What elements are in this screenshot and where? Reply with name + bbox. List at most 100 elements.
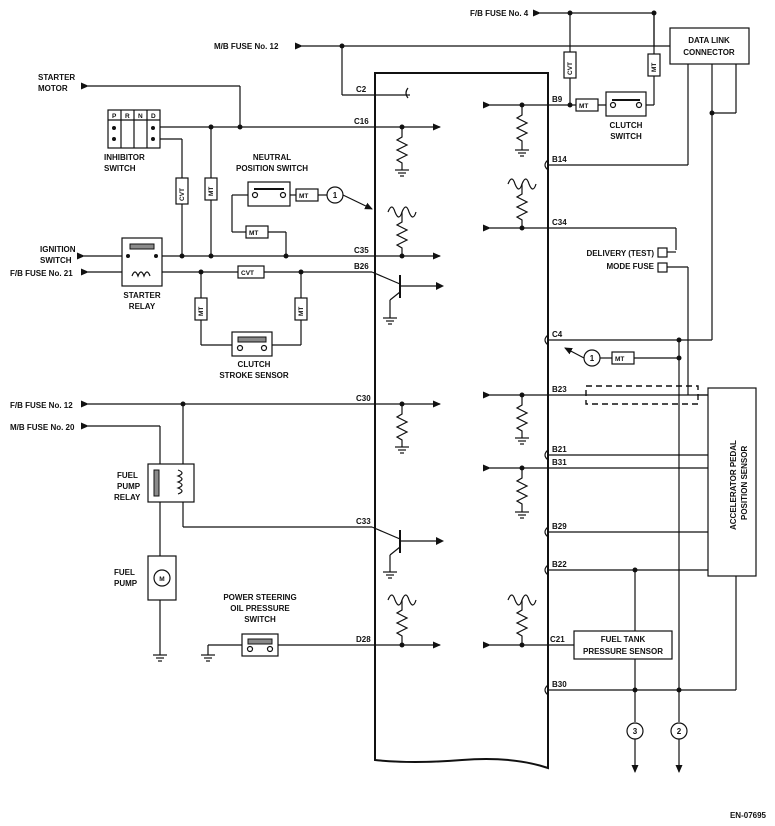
svg-text:NEUTRAL: NEUTRAL (253, 153, 291, 162)
svg-text:F/B FUSE No. 12: F/B FUSE No. 12 (10, 401, 73, 410)
ref-3: 3 (626, 722, 644, 740)
svg-text:MT: MT (198, 307, 205, 316)
starter-motor-label: STARTER MOTOR (38, 73, 75, 93)
fb-fuse-21-label: F/B FUSE No. 21 (10, 269, 73, 278)
fb-fuse-4-label: F/B FUSE No. 4 (470, 9, 529, 18)
svg-text:PRESSURE SENSOR: PRESSURE SENSOR (583, 647, 663, 656)
inhibitor-switch: P R N D INHIBITOR SWITCH (104, 109, 161, 173)
svg-text:MT: MT (298, 307, 305, 316)
svg-text:STROKE SENSOR: STROKE SENSOR (219, 371, 289, 380)
clutch-switch: CLUTCH SWITCH (605, 91, 647, 141)
svg-text:D28: D28 (356, 635, 371, 644)
ecm-body (374, 72, 549, 770)
svg-text:FUEL TANK: FUEL TANK (601, 635, 646, 644)
svg-text:C35: C35 (354, 246, 369, 255)
accelerator-pedal-position-sensor: ACCELERATOR PEDAL POSITION SENSOR (707, 387, 757, 577)
svg-text:IGNITION: IGNITION (40, 245, 76, 254)
pin-c4: C4 (544, 330, 563, 346)
pin-b26: B26 (354, 262, 369, 271)
svg-text:MT: MT (208, 187, 215, 196)
svg-text:DELIVERY (TEST): DELIVERY (TEST) (586, 249, 654, 258)
svg-text:MT: MT (579, 103, 588, 110)
pin-b21: B21 (544, 445, 567, 461)
svg-text:1: 1 (590, 354, 595, 363)
svg-text:M/B FUSE No. 12: M/B FUSE No. 12 (214, 42, 279, 51)
mt-tag-ref1: MT (611, 351, 635, 365)
mt-tag-clutch-left: MT (575, 98, 599, 112)
svg-text:B9: B9 (552, 95, 563, 104)
svg-text:R: R (125, 113, 130, 120)
pin-b23: B23 (552, 385, 567, 394)
svg-text:OIL PRESSURE: OIL PRESSURE (230, 604, 290, 613)
svg-text:C21: C21 (550, 635, 565, 644)
svg-text:FUEL: FUEL (117, 471, 138, 480)
mb-fuse-20-label: M/B FUSE No. 20 (10, 423, 75, 432)
svg-text:F/B FUSE No. 21: F/B FUSE No. 21 (10, 269, 73, 278)
svg-text:DATA LINK: DATA LINK (688, 36, 730, 45)
pin-c33: C33 (356, 517, 371, 526)
diagram-id: EN-07695 (730, 811, 767, 820)
data-link-connector: DATA LINK CONNECTOR (669, 27, 750, 65)
svg-text:D: D (151, 113, 156, 120)
svg-text:B21: B21 (552, 445, 567, 454)
svg-text:B14: B14 (552, 155, 567, 164)
mt-tag-stroke-left: MT (194, 297, 208, 321)
svg-text:RELAY: RELAY (114, 493, 141, 502)
svg-text:MT: MT (299, 193, 308, 200)
svg-text:EN-07695: EN-07695 (730, 811, 767, 820)
pin-b14: B14 (544, 155, 567, 171)
pin-b22: B22 (544, 560, 567, 576)
fb-fuse-12-label: F/B FUSE No. 12 (10, 401, 73, 410)
svg-text:STARTER: STARTER (38, 73, 75, 82)
pin-b30: B30 (544, 680, 567, 696)
clutch-stroke-sensor: CLUTCH STROKE SENSOR (219, 331, 289, 380)
svg-text:2: 2 (677, 727, 682, 736)
svg-text:ACCELERATOR PEDAL: ACCELERATOR PEDAL (729, 440, 738, 530)
svg-text:MODE FUSE: MODE FUSE (606, 262, 654, 271)
pin-b9: B9 (552, 95, 563, 104)
svg-text:3: 3 (633, 727, 638, 736)
mb-fuse-12-label: M/B FUSE No. 12 (214, 42, 279, 51)
svg-text:POSITION SWITCH: POSITION SWITCH (236, 164, 308, 173)
pin-c34: C34 (552, 218, 567, 227)
ref-1-right: 1 (583, 349, 601, 367)
svg-text:CVT: CVT (241, 270, 254, 277)
svg-text:B30: B30 (552, 680, 567, 689)
pin-d28: D28 (356, 635, 371, 644)
mt-tag-neutral: MT (295, 188, 319, 202)
svg-text:PUMP: PUMP (117, 482, 141, 491)
svg-text:FUEL: FUEL (114, 568, 135, 577)
svg-text:CONNECTOR: CONNECTOR (683, 48, 735, 57)
mt-tag-neutral-lower: MT (245, 225, 269, 239)
delivery-mode-fuse: DELIVERY (TEST) MODE FUSE (586, 247, 668, 273)
pin-b29: B29 (544, 522, 567, 538)
svg-text:B23: B23 (552, 385, 567, 394)
svg-text:CVT: CVT (179, 188, 186, 201)
mt-tag-clutch-top: MT (647, 53, 661, 77)
svg-text:M: M (159, 576, 164, 583)
power-steering-switch: POWER STEERING OIL PRESSURE SWITCH (223, 593, 297, 657)
svg-text:CVT: CVT (567, 62, 574, 75)
svg-text:M/B FUSE No. 20: M/B FUSE No. 20 (10, 423, 75, 432)
cvt-tag-clutch: CVT (563, 51, 577, 79)
fuel-tank-pressure-sensor: FUEL TANK PRESSURE SENSOR (573, 630, 673, 660)
svg-text:MT: MT (249, 230, 258, 237)
svg-text:C34: C34 (552, 218, 567, 227)
fuel-pump-relay: FUEL PUMP RELAY (114, 463, 195, 503)
svg-text:MT: MT (615, 356, 624, 363)
svg-text:SWITCH: SWITCH (610, 132, 642, 141)
svg-text:STARTER: STARTER (123, 291, 160, 300)
cvt-tag-clutch-stroke: CVT (237, 265, 265, 279)
svg-text:SWITCH: SWITCH (244, 615, 276, 624)
svg-text:RELAY: RELAY (129, 302, 156, 311)
svg-text:P: P (112, 113, 117, 120)
pin-b31: B31 (552, 458, 567, 467)
svg-text:MOTOR: MOTOR (38, 84, 68, 93)
ignition-switch-label: IGNITION SWITCH (40, 245, 76, 265)
svg-text:1: 1 (333, 191, 338, 200)
svg-text:SWITCH: SWITCH (104, 164, 136, 173)
svg-text:B29: B29 (552, 522, 567, 531)
svg-text:CLUTCH: CLUTCH (238, 360, 271, 369)
pin-c35: C35 (354, 246, 369, 255)
